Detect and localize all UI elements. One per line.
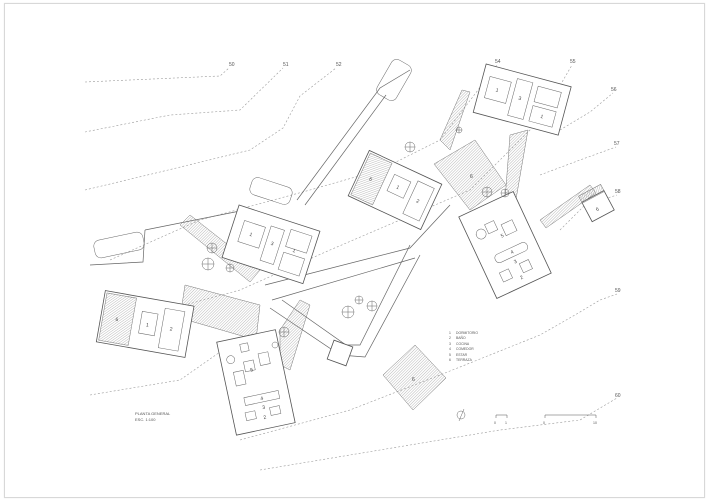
room-number: 2	[263, 415, 267, 421]
tree-icon	[278, 326, 290, 338]
contour-label: 60	[615, 393, 621, 399]
room-number: 5	[500, 233, 505, 240]
tree-icon	[500, 188, 510, 198]
contour-label: 56	[611, 87, 617, 93]
room-number: 1	[540, 114, 544, 121]
building-5: 5 4 3 2	[458, 191, 552, 299]
tree-icon	[404, 141, 416, 153]
room-number: 3	[270, 241, 275, 248]
room-number: 1	[495, 87, 499, 94]
room-number: 3	[513, 259, 518, 266]
tree-icon	[366, 300, 378, 312]
tree-icon	[201, 257, 215, 271]
drawing-scale: ESC. 1:100	[135, 417, 156, 422]
svg-text:0: 0	[543, 421, 545, 425]
terraces	[179, 89, 597, 411]
drawing-title: PLANTA GENERAL	[135, 411, 171, 416]
trees	[201, 126, 510, 349]
room-number: 6	[595, 206, 600, 213]
building-6: 5 4 3 2	[216, 329, 296, 436]
contour-label: 59	[615, 288, 621, 294]
contour-labels: 50 51 52 54 55 56 57 58 59 60	[229, 59, 621, 399]
room-number: 3	[262, 405, 266, 411]
tree-icon	[341, 305, 355, 319]
room-number: 1	[292, 248, 297, 255]
building-1: 6 1 2	[95, 290, 195, 358]
room-number: 1	[145, 322, 149, 328]
drawing-title-block: PLANTA GENERAL ESC. 1:100	[135, 411, 170, 423]
tree-icon	[206, 242, 218, 254]
contour-label: 55	[570, 59, 576, 65]
parked-cars	[93, 59, 412, 259]
svg-text:0: 0	[494, 421, 496, 425]
walkways	[89, 69, 451, 358]
tree-icon	[271, 341, 279, 349]
room-number: 1	[395, 185, 400, 192]
tree-icon	[455, 126, 463, 134]
room-number: 5	[250, 367, 254, 373]
room-number: 1	[248, 232, 253, 239]
room-number: 4	[260, 396, 264, 402]
tree-icon	[481, 186, 493, 198]
contour-label: 52	[336, 62, 342, 68]
svg-text:1: 1	[505, 421, 507, 425]
building-2: 1 3 1	[221, 204, 321, 285]
tree-icon	[354, 295, 364, 305]
contour-label: 57	[614, 141, 620, 147]
contour-label: 54	[495, 59, 501, 65]
building-7: 6	[578, 184, 615, 223]
shed	[326, 339, 354, 367]
building-4: 1 3 1	[472, 63, 572, 136]
room-number: 2	[169, 326, 173, 332]
contour-label: 50	[229, 62, 235, 68]
room-number: 6	[412, 377, 415, 383]
room-number: 6	[368, 176, 373, 183]
svg-text:10: 10	[593, 421, 597, 425]
room-number: 6	[470, 174, 473, 180]
tree-icon	[225, 263, 235, 273]
room-number: 2	[415, 198, 420, 205]
contour-label: 51	[283, 62, 289, 68]
drawing-frame	[4, 3, 705, 498]
room-number: 4	[510, 249, 515, 256]
room-number: 6	[115, 317, 119, 323]
room-number: 2	[519, 275, 524, 282]
room-number: 3	[518, 96, 522, 103]
contour-label: 58	[615, 189, 621, 195]
building-3: 6 1 2	[347, 149, 443, 231]
scale-bar-small: 0 1	[494, 414, 508, 425]
north-arrow-icon	[456, 408, 466, 422]
scale-bar-large: 0 10	[543, 414, 597, 425]
